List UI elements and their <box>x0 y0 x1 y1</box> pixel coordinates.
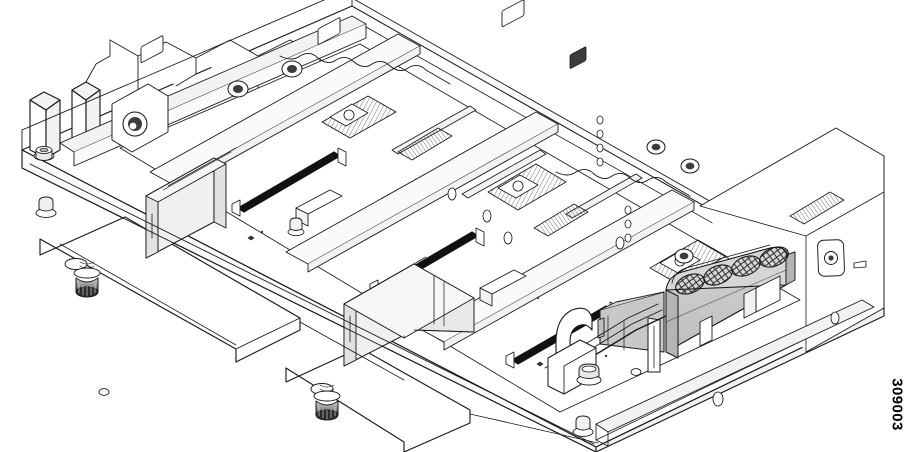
board-standoff-dots <box>596 115 632 243</box>
thumbscrew-right <box>572 415 594 437</box>
figure-number: 309003 <box>888 362 906 446</box>
dimm-module-center <box>343 256 475 367</box>
rear-wall <box>699 127 885 353</box>
fan-module <box>665 244 796 359</box>
base-seams <box>59 243 599 444</box>
side-rail-right <box>595 299 875 447</box>
figure-number-label: 309003 <box>888 377 906 431</box>
rail-screw-bosses <box>227 60 700 264</box>
tray-front-lip <box>21 163 597 452</box>
standoff-post-1 <box>35 196 57 218</box>
fan-grille-4 <box>759 246 789 268</box>
cpu-heatsink-2 <box>487 163 567 211</box>
standoff-post-2 <box>287 217 305 237</box>
barrel-socket <box>111 83 169 153</box>
thumbscrew-left-rear <box>33 145 55 161</box>
deck-vent-holes <box>98 187 840 407</box>
dimm-module-left <box>145 147 237 259</box>
dimm-slot-empty-1 <box>231 147 347 217</box>
left-mounting-ear <box>39 216 301 363</box>
thumbscrew-left-front <box>73 261 101 298</box>
cpu-heatsink-1 <box>321 95 397 139</box>
spring-clip-traces <box>279 52 691 197</box>
heatsink-fin-strips <box>397 127 845 237</box>
thumbscrew-center <box>313 384 341 421</box>
rear-flag-tabs <box>699 275 781 347</box>
standoff-post-3 <box>576 363 602 386</box>
surface-marks <box>247 230 608 367</box>
sheet-metal-clip-1 <box>29 91 61 159</box>
